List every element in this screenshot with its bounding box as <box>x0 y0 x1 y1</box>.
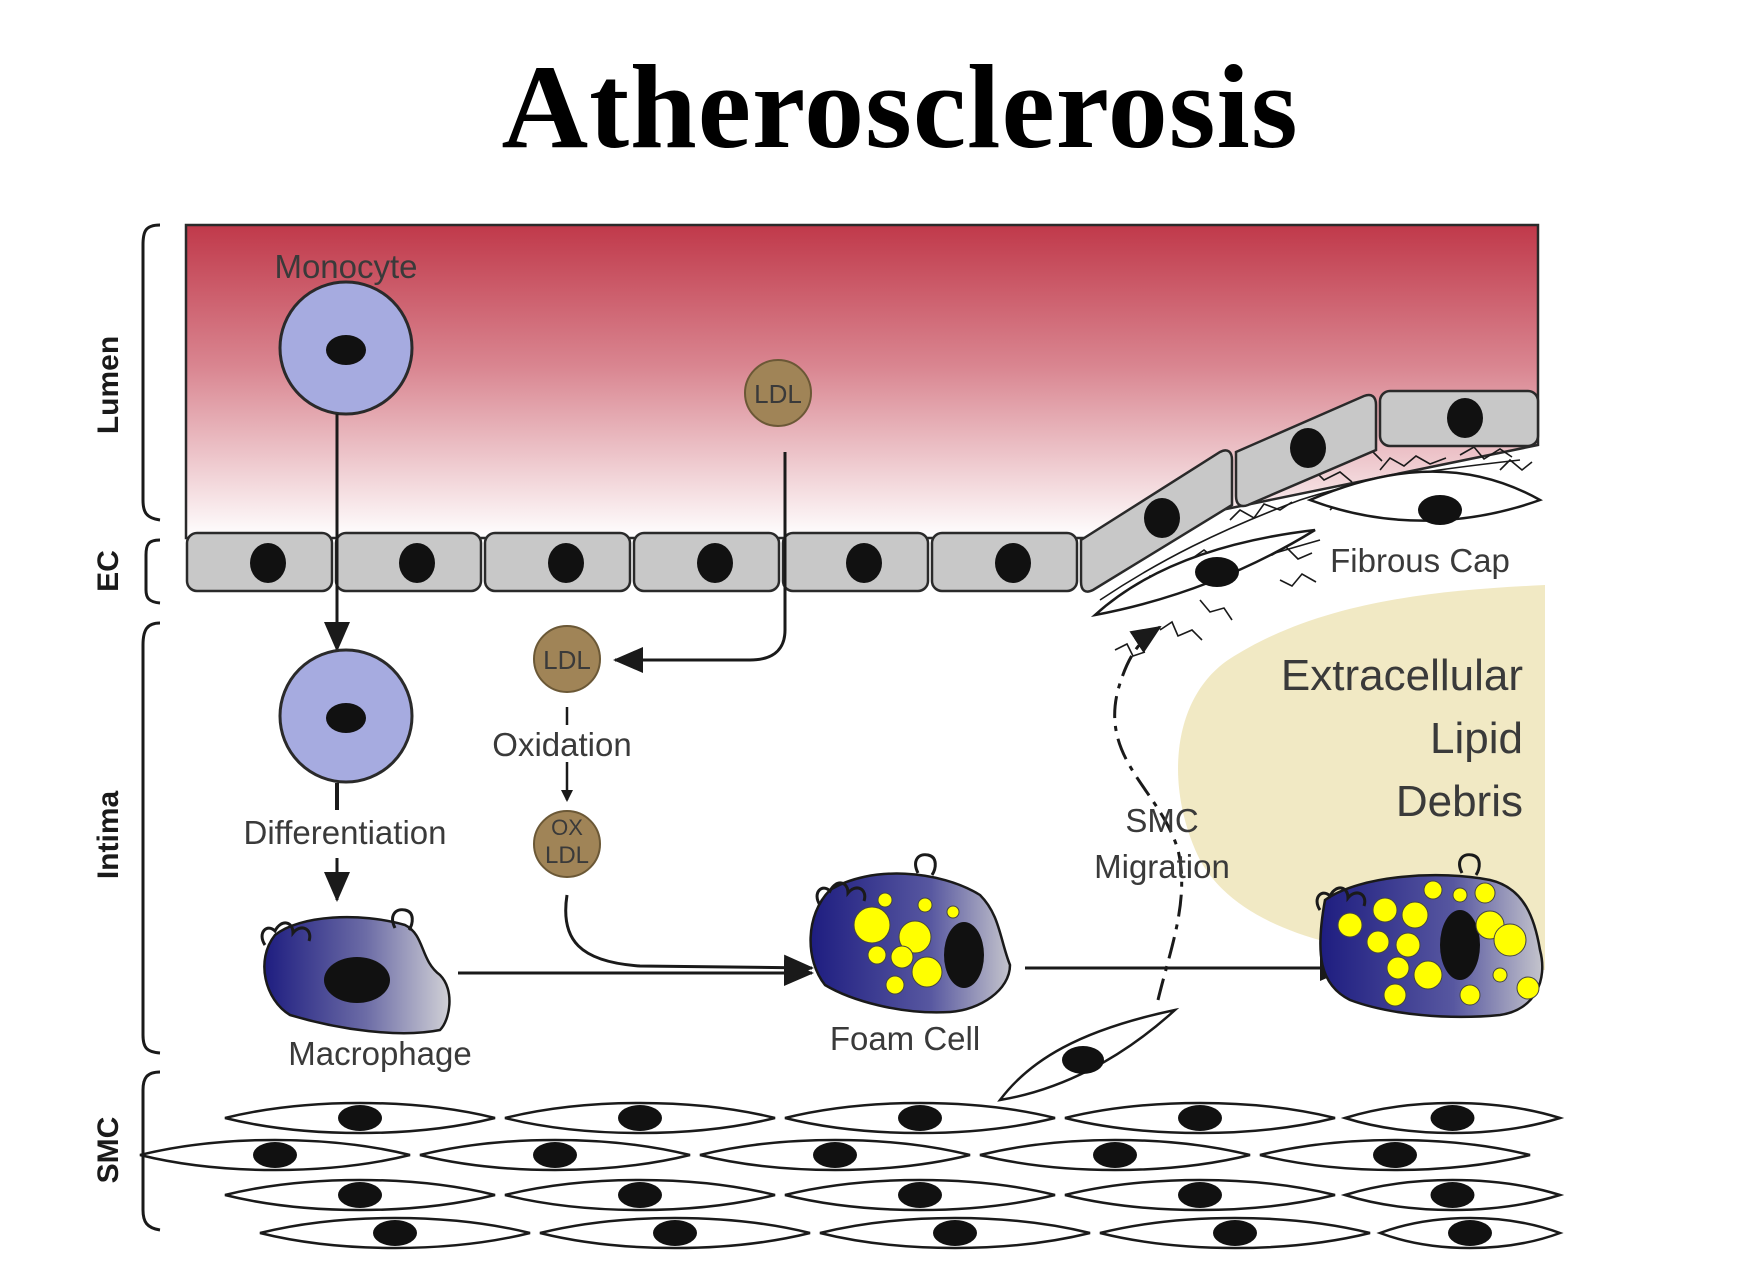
smooth-muscle-nucleus <box>338 1105 382 1131</box>
smooth-muscle-nucleus <box>1178 1105 1222 1131</box>
layer-brackets <box>141 223 161 1232</box>
smooth-muscle-nucleus <box>373 1220 417 1246</box>
smooth-muscle-nucleus <box>1430 1182 1475 1208</box>
fibrous-cap-smc-cells <box>1090 470 1544 618</box>
fibrous-cap-label: Fibrous Cap <box>1330 542 1510 579</box>
endothelial-cell <box>930 531 1079 593</box>
endothelial-cell <box>483 531 632 593</box>
layer-label-ec: EC <box>92 550 125 592</box>
foam-cell <box>809 853 1012 1014</box>
layer-label-lumen: Lumen <box>92 336 125 434</box>
smooth-muscle-nucleus <box>898 1105 942 1131</box>
lipid-label-line2: Lipid <box>1430 714 1523 763</box>
ldl-intima: LDL <box>533 625 601 693</box>
arrow-ldl-entry <box>613 452 787 673</box>
differentiation-label: Differentiation <box>243 814 446 851</box>
foam-cell-label: Foam Cell <box>830 1020 980 1057</box>
endothelial-cell <box>781 531 930 593</box>
monocyte-label: Monocyte <box>274 248 417 285</box>
arrow-oxldl-to-foamcell <box>564 894 814 981</box>
smc-migration-label-line2: Migration <box>1094 848 1230 885</box>
ox-ldl: OX LDL <box>533 810 601 878</box>
lumen-region <box>184 223 1540 540</box>
ox-ldl-label-line1: OX <box>551 815 583 840</box>
ldl-intima-label: LDL <box>543 645 591 675</box>
layer-label-smc: SMC <box>92 1117 125 1184</box>
smooth-muscle-nucleus <box>813 1142 857 1168</box>
arrow-smc-migration <box>1113 625 1184 1001</box>
lipid-debris-region <box>1178 585 1545 970</box>
diagram-title: Atherosclerosis <box>501 40 1299 173</box>
smc-migration-label-line1: SMC <box>1125 802 1198 839</box>
monocyte-lumen <box>278 280 414 416</box>
layer-label-intima: Intima <box>92 791 125 880</box>
smooth-muscle-nucleus <box>1448 1220 1492 1246</box>
smc-bracket <box>141 1070 161 1232</box>
lipid-label-line1: Extracellular <box>1281 651 1523 700</box>
macrophage-label: Macrophage <box>288 1035 471 1072</box>
smooth-muscle-nucleus <box>1213 1220 1257 1246</box>
lumen-bracket <box>141 223 161 522</box>
smooth-muscle-nucleus <box>1093 1142 1137 1168</box>
endothelial-cell <box>334 531 483 593</box>
endothelial-cell <box>1079 449 1234 593</box>
smooth-muscle-nucleus <box>653 1220 697 1246</box>
ldl-lumen-label: LDL <box>754 379 802 409</box>
smooth-muscle-nucleus <box>1373 1142 1417 1168</box>
endothelial-cell <box>1378 389 1540 448</box>
smooth-muscle-nucleus <box>338 1182 382 1208</box>
smooth-muscle-nucleus <box>253 1142 297 1168</box>
ec-bracket <box>144 538 161 605</box>
smooth-muscle-nucleus <box>618 1182 662 1208</box>
smc-layer <box>139 1101 1565 1250</box>
monocyte-intima <box>278 648 414 784</box>
endothelial-cell <box>1234 393 1378 508</box>
smooth-muscle-nucleus <box>933 1220 977 1246</box>
smooth-muscle-nucleus <box>1178 1182 1222 1208</box>
migrating-smc <box>997 1007 1180 1102</box>
smooth-muscle-nucleus <box>533 1142 577 1168</box>
plaque-foam-cell <box>1315 853 1544 1019</box>
ox-ldl-label-line2: LDL <box>545 842 589 869</box>
endothelial-cell <box>632 531 781 593</box>
smooth-muscle-nucleus <box>898 1182 942 1208</box>
endothelial-cell <box>185 531 334 593</box>
macrophage <box>260 908 451 1035</box>
oxidation-label: Oxidation <box>492 726 631 763</box>
lipid-label-line3: Debris <box>1396 777 1523 826</box>
smooth-muscle-nucleus <box>1430 1105 1475 1131</box>
smooth-muscle-nucleus <box>618 1105 662 1131</box>
intima-bracket <box>141 621 161 1055</box>
endothelial-layer <box>185 389 1540 593</box>
ldl-lumen: LDL <box>744 359 812 427</box>
